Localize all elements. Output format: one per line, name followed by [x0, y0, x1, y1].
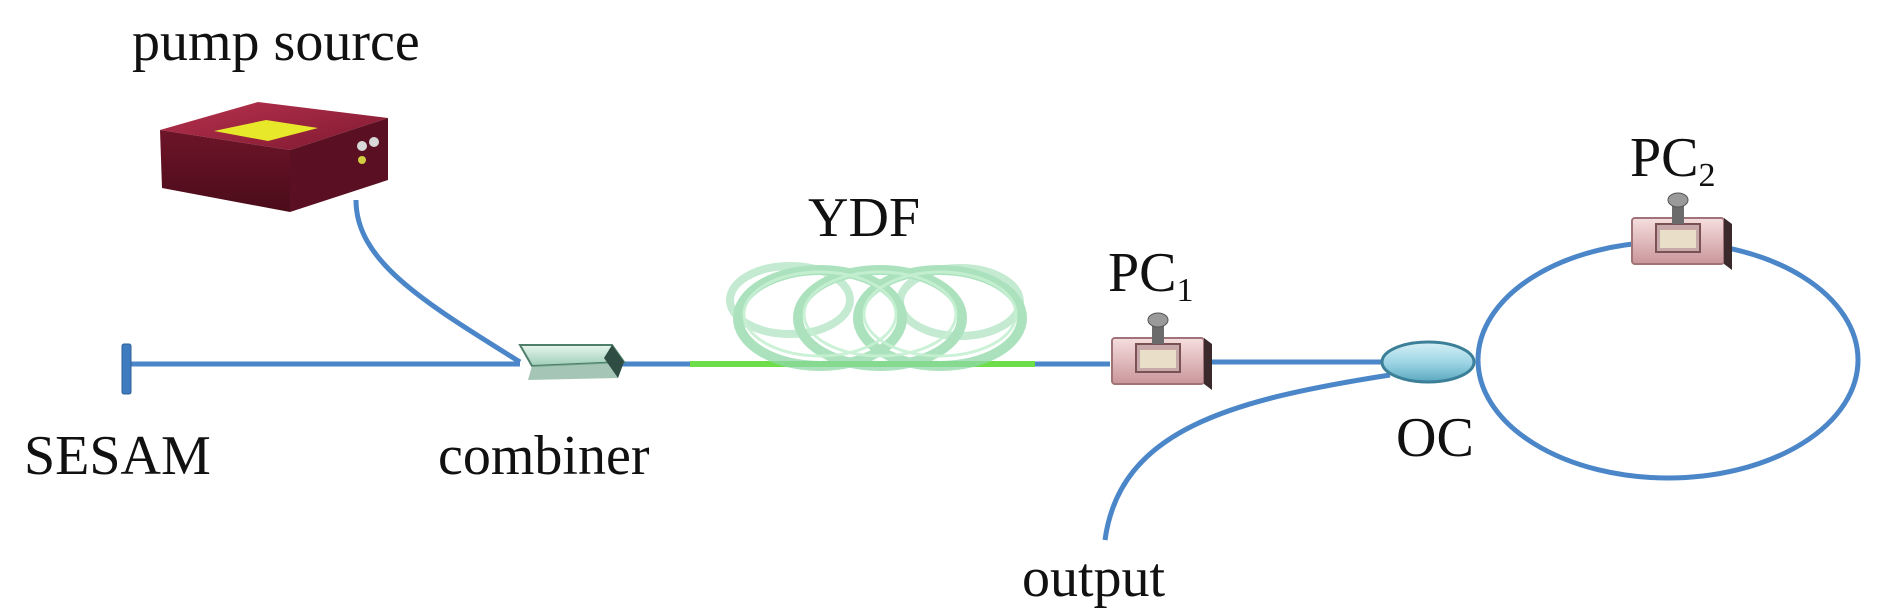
oc-coupler — [1380, 340, 1476, 384]
label-oc: OC — [1396, 407, 1474, 469]
label-pc2-base: PC — [1630, 127, 1699, 189]
fiber-output — [1102, 372, 1391, 541]
sesam-mirror — [121, 343, 132, 395]
label-pc2-sub: 2 — [1698, 157, 1716, 194]
ydf-coil-highlight — [742, 270, 1018, 358]
fiber-pump-to-combiner — [353, 199, 522, 365]
pc1-device — [1111, 312, 1212, 390]
label-combiner: combiner — [438, 425, 650, 487]
ydf-coil — [726, 262, 1027, 371]
pump-source-device — [160, 102, 388, 212]
label-sesam: SESAM — [24, 425, 211, 487]
pc2-device — [1631, 192, 1732, 270]
label-pc1-base: PC — [1108, 242, 1177, 304]
label-pump-source: pump source — [132, 11, 420, 73]
label-output: output — [1022, 547, 1166, 609]
label-pc1: PC1 — [1108, 242, 1194, 308]
label-pc2: PC2 — [1630, 127, 1716, 193]
label-pc1-sub: 1 — [1176, 272, 1194, 309]
label-ydf: YDF — [808, 187, 921, 249]
combiner-device — [518, 344, 626, 380]
fiber-loop — [1475, 239, 1861, 481]
